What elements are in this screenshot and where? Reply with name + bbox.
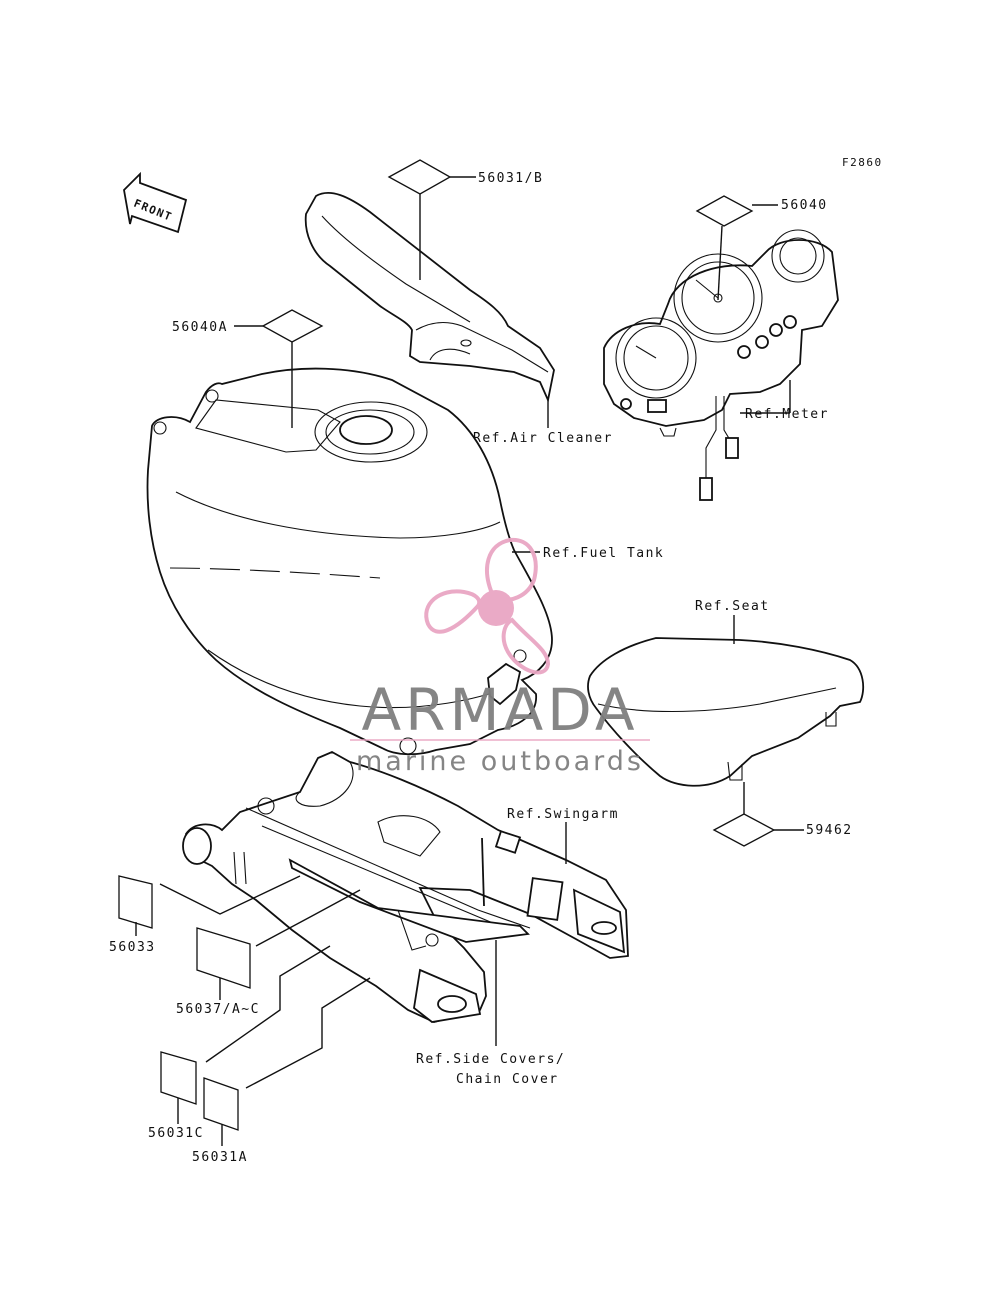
watermark-brand: ARMADA — [361, 676, 638, 744]
label-56033: 56033 — [109, 940, 156, 955]
meter-assembly — [603, 229, 839, 501]
decal-56040A: 56040A — [172, 309, 324, 428]
ref-swingarm: Ref.Swingarm — [507, 807, 619, 822]
label-56040: 56040 — [781, 198, 828, 213]
decal-56040: 56040 — [695, 195, 828, 301]
seat — [587, 637, 865, 787]
label-56040A: 56040A — [172, 320, 228, 335]
label-56031B: 56031/B — [478, 171, 543, 186]
label-59462: 59462 — [806, 823, 853, 838]
ref-air-cleaner: Ref.Air Cleaner — [473, 431, 613, 446]
ref-meter: Ref.Meter — [745, 407, 829, 422]
decal-56033: 56033 — [109, 875, 301, 955]
label-56031A: 56031A — [192, 1150, 248, 1165]
watermark-tagline: marine outboards — [356, 746, 644, 777]
decal-56037: 56037/A~C — [176, 889, 361, 1017]
propeller-logo-icon — [424, 537, 551, 675]
armada-watermark: ARMADA marine outboards — [350, 537, 650, 777]
decal-56031B: 56031/B — [387, 159, 543, 280]
ref-seat: Ref.Seat — [695, 599, 770, 614]
air-cleaner-cover — [304, 191, 555, 403]
figure-code: F2860 — [842, 156, 883, 169]
decal-59462: 59462 — [712, 782, 853, 847]
swingarm — [182, 750, 629, 1023]
front-arrow-icon: FRONT — [123, 171, 188, 234]
decal-56031A: 56031A — [192, 977, 371, 1165]
decal-56031C: 56031C — [148, 945, 331, 1141]
ref-fuel-tank: Ref.Fuel Tank — [543, 546, 664, 561]
label-56037: 56037/A~C — [176, 1002, 260, 1017]
ref-side-covers: Ref.Side Covers/ — [416, 1052, 565, 1067]
label-56031C: 56031C — [148, 1126, 204, 1141]
propeller-hub-icon — [478, 590, 514, 626]
fuel-tank — [146, 367, 553, 756]
ref-chain-cover: Chain Cover — [456, 1072, 559, 1087]
